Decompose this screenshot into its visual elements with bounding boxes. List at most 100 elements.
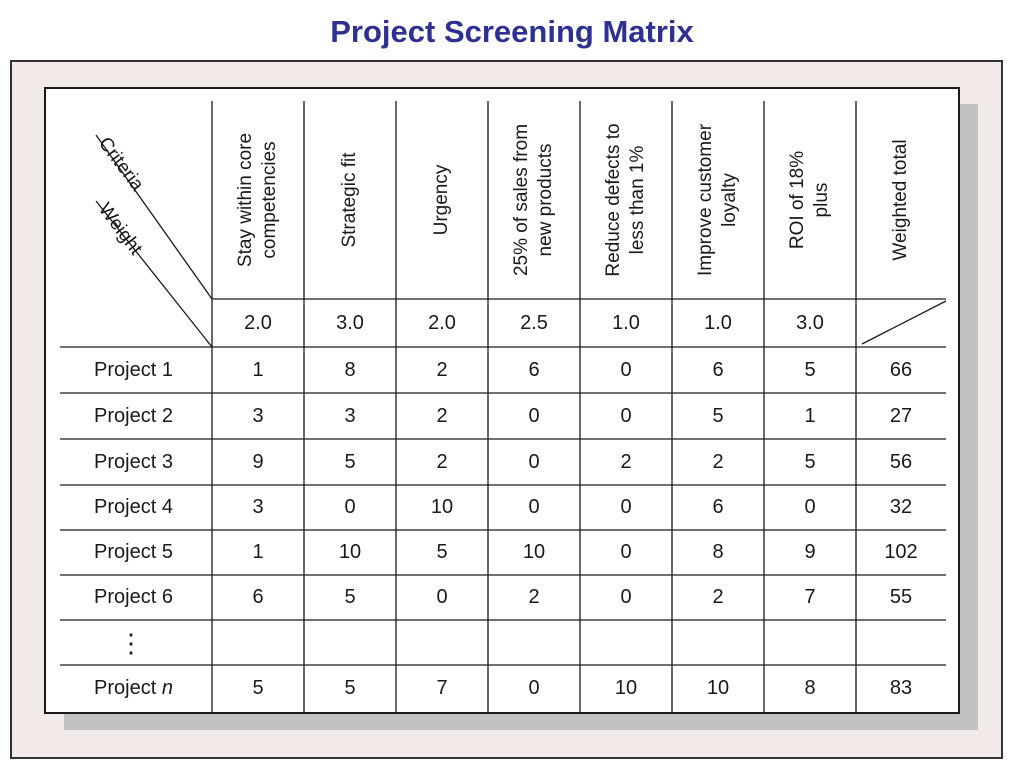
score-cell: 5 bbox=[344, 677, 356, 699]
score-cell: 2 bbox=[436, 358, 448, 381]
score-cell: 0 bbox=[804, 496, 816, 518]
score-cell: 5 bbox=[436, 541, 448, 563]
criteria-header-line: loyalty bbox=[719, 173, 740, 227]
score-cell: 1 bbox=[804, 404, 816, 427]
score-cell: 0 bbox=[528, 496, 540, 518]
row-label-suffix: 4 bbox=[161, 496, 173, 518]
criteria-header-line: Weighted total bbox=[890, 139, 911, 261]
row-label-text: Project bbox=[94, 586, 157, 608]
score-cell: 6 bbox=[712, 496, 724, 518]
score-cell: 9 bbox=[804, 541, 816, 563]
row-label: Project 2 bbox=[60, 393, 212, 439]
score-cell: 5 bbox=[344, 450, 356, 473]
criteria-header-line: new products bbox=[535, 143, 556, 257]
weight-cell: 1.0 bbox=[704, 311, 732, 334]
score-cell: 0 bbox=[620, 496, 632, 518]
score-cell: 2 bbox=[712, 586, 724, 608]
row-label-text: Project bbox=[94, 358, 157, 381]
score-cell: 0 bbox=[620, 541, 632, 563]
corner-diagonal-line bbox=[95, 200, 213, 348]
criteria-header: Strategic fit bbox=[338, 152, 362, 247]
row-label: Project 5 bbox=[60, 530, 212, 575]
weighted-total-cell: 32 bbox=[889, 496, 913, 518]
score-cell: 2 bbox=[712, 450, 724, 473]
score-cell: 6 bbox=[528, 358, 540, 381]
score-cell: 0 bbox=[528, 677, 540, 699]
criteria-header-line: plus bbox=[811, 182, 832, 218]
weighted-total-cell: 56 bbox=[889, 450, 913, 473]
table-grid-lines bbox=[60, 101, 947, 712]
criteria-header-line: ROI of 18% bbox=[787, 150, 808, 250]
score-cell: 3 bbox=[252, 404, 264, 427]
score-cell: 5 bbox=[804, 358, 816, 381]
criteria-header: Weighted total bbox=[889, 139, 913, 260]
score-cell: 0 bbox=[620, 404, 632, 427]
row-label-suffix: 1 bbox=[161, 358, 173, 381]
score-cell: 5 bbox=[712, 404, 724, 427]
score-cell: 7 bbox=[804, 586, 816, 608]
score-cell: 2 bbox=[620, 450, 632, 473]
weight-cell: 1.0 bbox=[612, 311, 640, 334]
row-label: Project 4 bbox=[60, 485, 212, 530]
score-cell: 5 bbox=[804, 450, 816, 473]
criteria-header: ROI of 18%plus bbox=[786, 151, 834, 249]
criteria-header-line: Reduce defects to bbox=[603, 123, 624, 277]
score-cell: 10 bbox=[614, 677, 638, 699]
criteria-header-line: Stay within core bbox=[235, 132, 256, 268]
weighted-total-cell: 66 bbox=[889, 358, 913, 381]
score-cell: 3 bbox=[252, 496, 264, 518]
row-label-text: Project bbox=[94, 496, 157, 518]
criteria-header-line: 25% of sales from bbox=[511, 123, 532, 277]
score-cell: 6 bbox=[252, 586, 264, 608]
row-label-suffix: 6 bbox=[161, 586, 173, 608]
criteria-header-line: competencies bbox=[259, 141, 280, 259]
score-cell: 10 bbox=[338, 541, 362, 563]
weight-cell: 2.0 bbox=[244, 311, 272, 334]
score-cell: 10 bbox=[522, 541, 546, 563]
ellipsis-row-marker: ⋮ bbox=[118, 628, 144, 658]
score-cell: 5 bbox=[344, 586, 356, 608]
score-cell: 9 bbox=[252, 450, 264, 473]
score-cell: 5 bbox=[252, 677, 264, 699]
weighted-total-cell: 83 bbox=[889, 677, 913, 699]
row-label-suffix: 2 bbox=[161, 404, 173, 427]
score-cell: 0 bbox=[528, 404, 540, 427]
row-label-suffix: 3 bbox=[161, 450, 173, 473]
score-cell: 3 bbox=[344, 404, 356, 427]
score-cell: 8 bbox=[804, 677, 816, 699]
score-cell: 0 bbox=[620, 358, 632, 381]
score-cell: 0 bbox=[436, 586, 448, 608]
score-cell: 2 bbox=[436, 404, 448, 427]
row-label-text: Project bbox=[94, 404, 157, 427]
weighted-total-cell: 55 bbox=[889, 586, 913, 608]
weight-cell: 2.5 bbox=[520, 311, 548, 334]
score-cell: 0 bbox=[528, 450, 540, 473]
row-label: Project 3 bbox=[60, 439, 212, 485]
corner-diagonal-line bbox=[95, 134, 213, 300]
weight-cell: 3.0 bbox=[796, 311, 824, 334]
score-cell: 6 bbox=[712, 358, 724, 381]
row-label: Project 6 bbox=[60, 575, 212, 620]
score-cell: 2 bbox=[436, 450, 448, 473]
weighted-total-cell: 102 bbox=[884, 541, 918, 563]
score-cell: 1 bbox=[252, 358, 264, 381]
score-cell: 8 bbox=[712, 541, 724, 563]
score-cell: 0 bbox=[620, 586, 632, 608]
score-cell: 8 bbox=[344, 358, 356, 381]
row-label-suffix: n bbox=[161, 677, 173, 699]
score-cell: 0 bbox=[344, 496, 356, 518]
weight-cell-diagonal-line bbox=[861, 300, 947, 345]
page-title: Project Screening Matrix bbox=[330, 14, 694, 49]
weight-cell: 3.0 bbox=[336, 311, 364, 334]
criteria-header-line: less than 1% bbox=[627, 145, 648, 255]
score-cell: 10 bbox=[430, 496, 454, 518]
weight-cell: 2.0 bbox=[428, 311, 456, 334]
row-label-text: Project bbox=[94, 541, 157, 563]
row-label-text: Project bbox=[94, 450, 157, 473]
criteria-header: Urgency bbox=[430, 165, 454, 236]
